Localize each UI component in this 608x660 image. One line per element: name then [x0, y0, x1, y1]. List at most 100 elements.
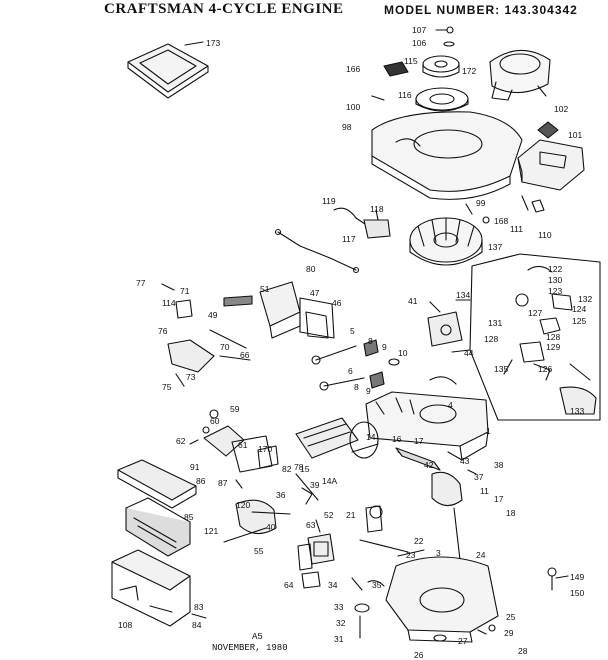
part-callout-110: 110	[538, 230, 552, 240]
part-callout-128b: 128	[546, 332, 560, 342]
part-callout-59: 59	[230, 404, 240, 414]
part-callout-37: 37	[474, 472, 484, 482]
part-callout-173: 173	[206, 38, 220, 48]
model-number-line: MODEL NUMBER: 143.304342	[384, 3, 578, 17]
starter-bolt-part	[435, 26, 455, 47]
part-callout-11: 11	[480, 486, 489, 496]
fuel-tank-part	[517, 121, 585, 191]
part-callout-91: 91	[190, 462, 200, 472]
part-callout-9a: 9	[382, 342, 387, 352]
part-callout-49: 49	[208, 310, 218, 320]
part-callout-31: 31	[334, 634, 344, 644]
part-callout-34: 34	[328, 580, 338, 590]
part-callout-77: 77	[136, 278, 146, 288]
part-callout-132: 132	[578, 294, 592, 304]
recoil-starter-part	[489, 49, 551, 101]
header: CRAFTSMAN 4-CYCLE ENGINE MODEL NUMBER: 1…	[0, 0, 608, 22]
part-callout-18: 18	[506, 508, 516, 518]
part-callout-76: 76	[158, 326, 168, 336]
cylinder-block-part	[365, 376, 489, 461]
diagram-title: CRAFTSMAN 4-CYCLE ENGINE	[104, 1, 344, 17]
part-callout-108: 108	[118, 620, 132, 630]
part-callout-24: 24	[476, 550, 486, 560]
part-callout-8b: 8	[354, 382, 359, 392]
part-callout-66: 66	[240, 350, 250, 360]
part-callout-128a: 128	[484, 334, 498, 344]
part-callout-123: 123	[548, 286, 562, 296]
part-callout-4: 4	[448, 400, 453, 410]
breather-part	[297, 519, 335, 589]
part-callout-15: 15	[300, 464, 310, 474]
part-callout-102: 102	[554, 104, 568, 114]
part-callout-101: 101	[568, 130, 582, 140]
part-callout-36: 36	[276, 490, 286, 500]
part-callout-33: 33	[334, 602, 344, 612]
part-callout-119: 119	[322, 196, 336, 206]
screen-part	[383, 61, 409, 77]
part-callout-22: 22	[414, 536, 424, 546]
part-callout-62: 62	[176, 436, 186, 446]
part-callout-21: 21	[346, 510, 356, 520]
part-callout-3: 3	[436, 548, 441, 558]
footer-date: NOVEMBER, 1980	[212, 643, 288, 653]
part-callout-122: 122	[548, 264, 562, 274]
part-callout-84: 84	[192, 620, 202, 630]
part-callout-149: 149	[570, 572, 584, 582]
model-number-value: 143.304342	[504, 3, 578, 17]
part-callout-82: 82	[282, 464, 292, 474]
part-callout-134: 134	[456, 290, 470, 300]
part-callout-114: 114	[162, 298, 176, 308]
part-callout-100: 100	[346, 102, 360, 112]
part-callout-1: 1	[486, 426, 491, 436]
screw-part	[371, 95, 385, 101]
oil-pan-part	[359, 505, 499, 643]
part-callout-130: 130	[548, 275, 562, 285]
part-callout-39: 39	[310, 480, 320, 490]
part-callout-126: 126	[538, 364, 552, 374]
part-callout-127: 127	[528, 308, 542, 318]
part-callout-8a: 8	[368, 336, 373, 346]
part-callout-70: 70	[220, 342, 230, 352]
part-callout-27: 27	[458, 636, 468, 646]
part-callout-78: 78	[294, 462, 304, 472]
part-callout-43: 43	[460, 456, 470, 466]
part-callout-118: 118	[370, 204, 384, 214]
part-callout-42: 42	[424, 460, 434, 470]
part-callout-115: 115	[404, 56, 418, 66]
part-callout-168: 168	[494, 216, 508, 226]
part-callout-170: 170	[258, 444, 272, 454]
control-linkage-part	[161, 283, 251, 387]
part-callout-85: 85	[184, 512, 194, 522]
part-callout-131: 131	[488, 318, 502, 328]
part-callout-10: 10	[398, 348, 408, 358]
carburetor-part	[223, 281, 335, 339]
part-callout-166: 166	[346, 64, 360, 74]
part-callout-9b: 9	[366, 386, 371, 396]
fuel-line-part	[223, 473, 319, 543]
gasket-part	[305, 311, 329, 339]
part-callout-40: 40	[266, 522, 276, 532]
part-callout-14: 14	[366, 432, 376, 442]
part-callout-80: 80	[306, 264, 316, 274]
part-callout-44: 44	[464, 348, 474, 358]
part-callout-73: 73	[186, 372, 196, 382]
part-callout-41: 41	[408, 296, 418, 306]
cylinder-head-part	[257, 417, 379, 469]
flywheel-part	[409, 217, 483, 266]
part-callout-55: 55	[254, 546, 264, 556]
part-callout-86: 86	[196, 476, 206, 486]
starter-cup-part	[422, 55, 460, 78]
valve-parts	[311, 339, 400, 391]
part-callout-17b: 17	[494, 494, 504, 504]
part-callout-17a: 17	[414, 436, 424, 446]
part-callout-116: 116	[398, 90, 412, 100]
part-callout-6: 6	[348, 366, 353, 376]
spark-plug-parts	[547, 567, 569, 591]
part-callout-106: 106	[412, 38, 426, 48]
part-callout-121: 121	[204, 526, 218, 536]
part-callout-83: 83	[194, 602, 204, 612]
ignition-module-part	[333, 207, 391, 239]
part-callout-16: 16	[392, 434, 402, 444]
part-callout-14A: 14A	[322, 476, 337, 486]
